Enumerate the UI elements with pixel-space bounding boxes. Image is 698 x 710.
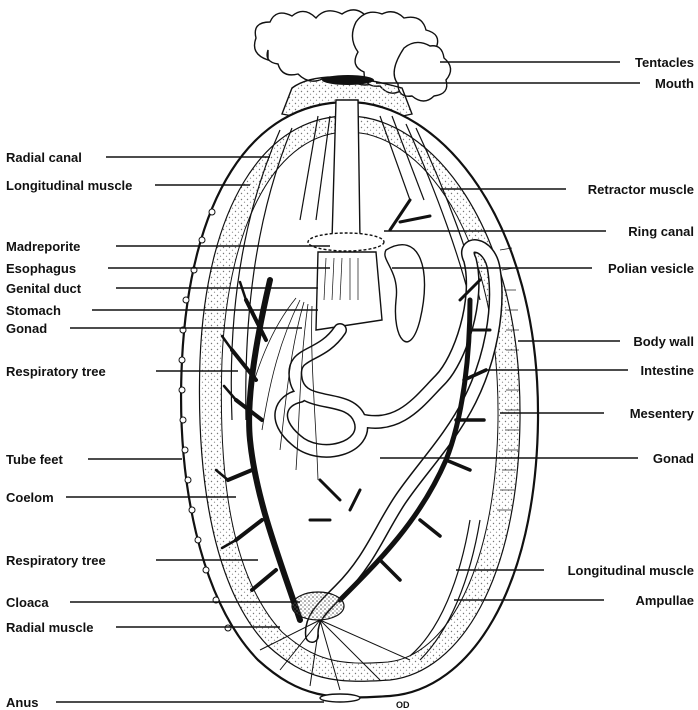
label-radial-muscle: Radial muscle xyxy=(6,620,93,635)
label-retractor-muscle: Retractor muscle xyxy=(588,182,694,197)
artist-signature: OD xyxy=(396,700,410,710)
label-tentacles: Tentacles xyxy=(635,55,694,70)
label-madreporite: Madreporite xyxy=(6,239,80,254)
label-radial-canal: Radial canal xyxy=(6,150,82,165)
label-mouth: Mouth xyxy=(655,76,694,91)
label-anus: Anus xyxy=(6,695,39,710)
label-tube-feet: Tube feet xyxy=(6,452,63,467)
anus-opening xyxy=(320,694,360,702)
label-longitudinal-muscle-right: Longitudinal muscle xyxy=(568,563,694,578)
cloaca xyxy=(292,592,344,620)
label-gonad-left: Gonad xyxy=(6,321,47,336)
label-mesentery: Mesentery xyxy=(630,406,695,421)
animal-body xyxy=(179,10,538,702)
label-genital-duct: Genital duct xyxy=(6,281,82,296)
ring-canal xyxy=(308,233,384,251)
label-coelom: Coelom xyxy=(6,490,54,505)
label-polian-vesicle: Polian vesicle xyxy=(608,261,694,276)
label-ampullae: Ampullae xyxy=(635,593,694,608)
label-cloaca: Cloaca xyxy=(6,595,49,610)
esophagus xyxy=(332,100,360,240)
label-ring-canal: Ring canal xyxy=(628,224,694,239)
label-respiratory-tree-lower: Respiratory tree xyxy=(6,553,106,568)
left-labels: Radial canal Longitudinal muscle Madrepo… xyxy=(6,150,132,710)
label-stomach: Stomach xyxy=(6,303,61,318)
label-gonad-right: Gonad xyxy=(653,451,694,466)
label-intestine: Intestine xyxy=(641,363,694,378)
right-labels: Tentacles Mouth Retractor muscle Ring ca… xyxy=(568,55,695,608)
label-longitudinal-muscle-left: Longitudinal muscle xyxy=(6,178,132,193)
label-esophagus: Esophagus xyxy=(6,261,76,276)
mouth-opening xyxy=(322,75,374,85)
label-body-wall: Body wall xyxy=(633,334,694,349)
label-respiratory-tree-upper: Respiratory tree xyxy=(6,364,106,379)
